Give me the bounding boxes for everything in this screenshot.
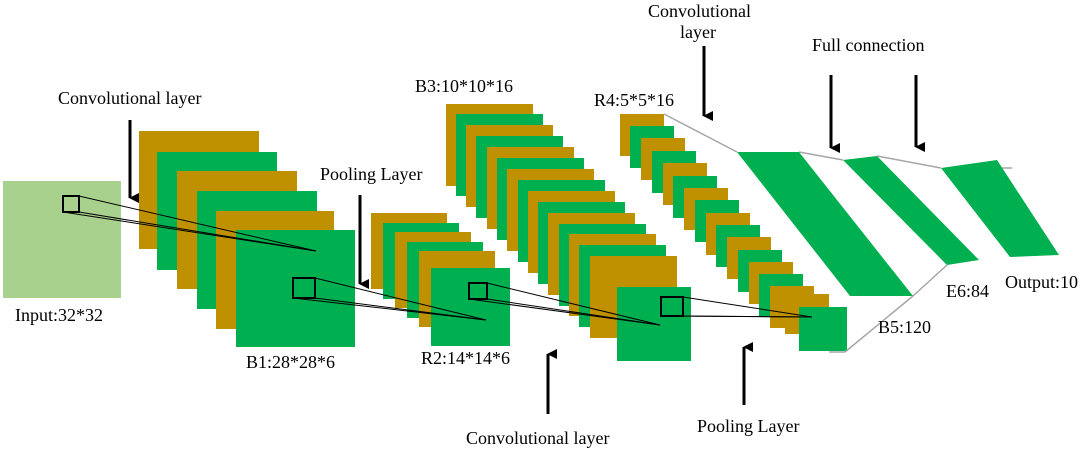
label-pooling-mid: Pooling Layer	[320, 164, 422, 184]
label-output: Output:10	[1005, 272, 1078, 292]
label-pool-bottom: Pooling Layer	[697, 416, 799, 436]
label-e6: E6:84	[946, 281, 989, 301]
r2-to-b3-lines	[468, 282, 661, 326]
b3-feature-maps	[446, 104, 691, 361]
label-conv-bottom: Convolutional layer	[466, 428, 609, 448]
input-to-b1-lines	[62, 195, 317, 252]
output-fc-layer	[941, 160, 1059, 257]
label-input: Input:32*32	[15, 305, 103, 325]
r4-feature-maps	[620, 114, 847, 351]
input-receptive-field	[62, 195, 80, 213]
label-conv-top-line1: Convolutional	[648, 1, 751, 21]
e6-fc-layer	[843, 156, 979, 265]
b1-feature-maps	[139, 131, 355, 347]
b3-to-r4-lines	[660, 296, 813, 318]
label-b3: B3:10*10*16	[415, 76, 513, 96]
label-r4: R4:5*5*16	[594, 90, 674, 110]
label-full-connection: Full connection	[812, 35, 924, 55]
label-conv-top-left: Convolutional layer	[58, 88, 201, 108]
b5-fc-layer	[737, 152, 913, 296]
b1-to-r2-lines	[292, 277, 487, 321]
label-r2: R2:14*14*6	[421, 348, 510, 368]
label-b5: B5:120	[878, 317, 931, 337]
r2-feature-maps	[371, 213, 510, 346]
label-b1: B1:28*28*6	[246, 352, 335, 372]
label-conv-top-line2: layer	[680, 22, 716, 42]
